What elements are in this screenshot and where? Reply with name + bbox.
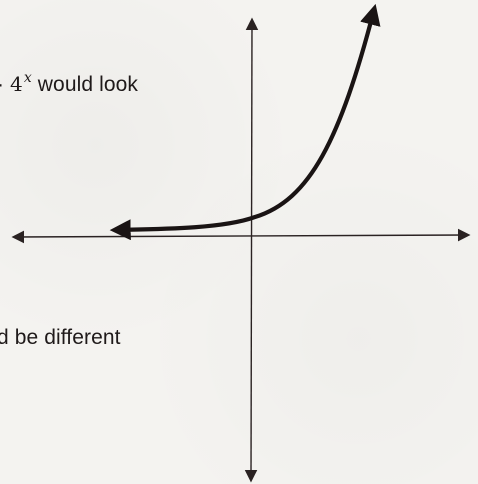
exponential-curve bbox=[109, 3, 381, 241]
exponent-base: 4 bbox=[10, 72, 23, 96]
x-axis bbox=[11, 228, 471, 244]
multiplication-dot: · bbox=[0, 73, 10, 96]
exponent-variable: x bbox=[23, 70, 32, 86]
y-axis bbox=[244, 17, 259, 483]
question-text-line-2: d be different bbox=[0, 326, 121, 349]
